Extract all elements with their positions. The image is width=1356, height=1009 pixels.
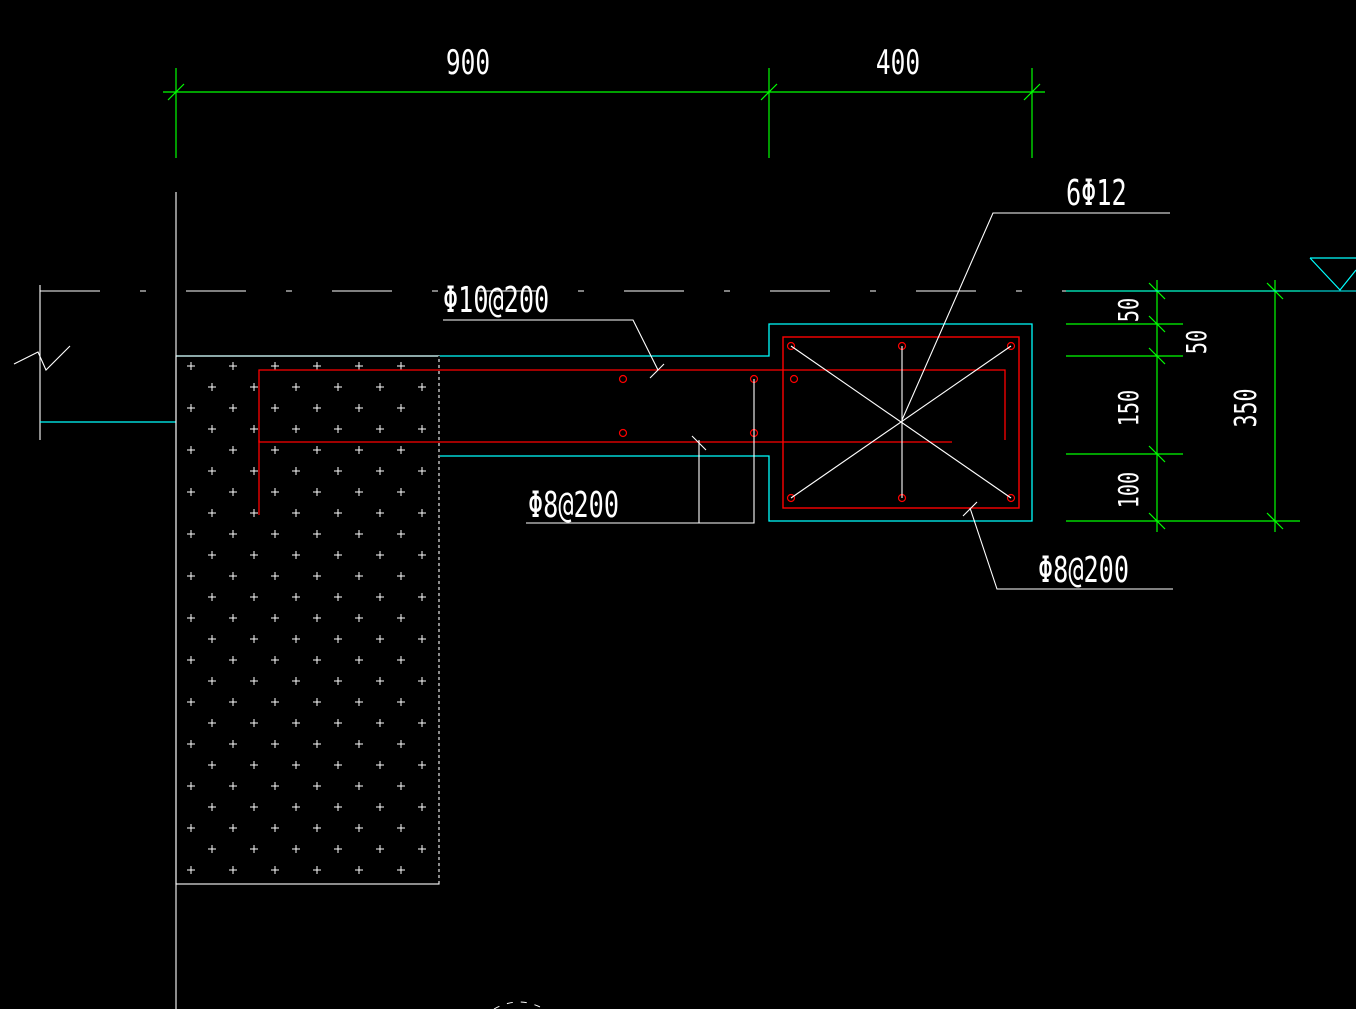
slab-bottom-leader bbox=[526, 379, 755, 524]
dim-50-top-label: 50 bbox=[1112, 298, 1145, 322]
slab-top-bar-label: Φ10@200 bbox=[443, 280, 549, 322]
level-triangle bbox=[1309, 257, 1356, 291]
partial-symbol-bottom bbox=[493, 1001, 545, 1009]
slab-top-leader bbox=[443, 319, 665, 379]
top-dimension bbox=[163, 68, 1045, 158]
rebar-dots bbox=[618, 341, 1016, 503]
dim-900-label: 900 bbox=[446, 43, 490, 82]
slab-bottom-bar-label: Φ8@200 bbox=[528, 485, 619, 527]
slab-bottom-rebar bbox=[258, 440, 952, 443]
beam-stirrup bbox=[782, 336, 1020, 509]
dim-50-second-label: 50 bbox=[1180, 330, 1213, 354]
dim-400-label: 400 bbox=[876, 43, 920, 82]
axis-and-level-lines bbox=[13, 192, 1356, 1009]
dim-100-label: 100 bbox=[1112, 472, 1145, 508]
masonry-wall bbox=[175, 355, 440, 885]
beam-stirrup-label: Φ8@200 bbox=[1038, 550, 1129, 592]
dim-150-label: 150 bbox=[1112, 390, 1145, 426]
beam-longitudinal-leader bbox=[790, 212, 1170, 499]
right-dimension bbox=[1066, 280, 1300, 532]
beam-stirrup-leader bbox=[962, 501, 1173, 590]
beam-longitudinal-label: 6Φ12 bbox=[1066, 173, 1127, 215]
concrete-outline bbox=[40, 323, 1033, 522]
dim-350-label: 350 bbox=[1230, 389, 1264, 428]
